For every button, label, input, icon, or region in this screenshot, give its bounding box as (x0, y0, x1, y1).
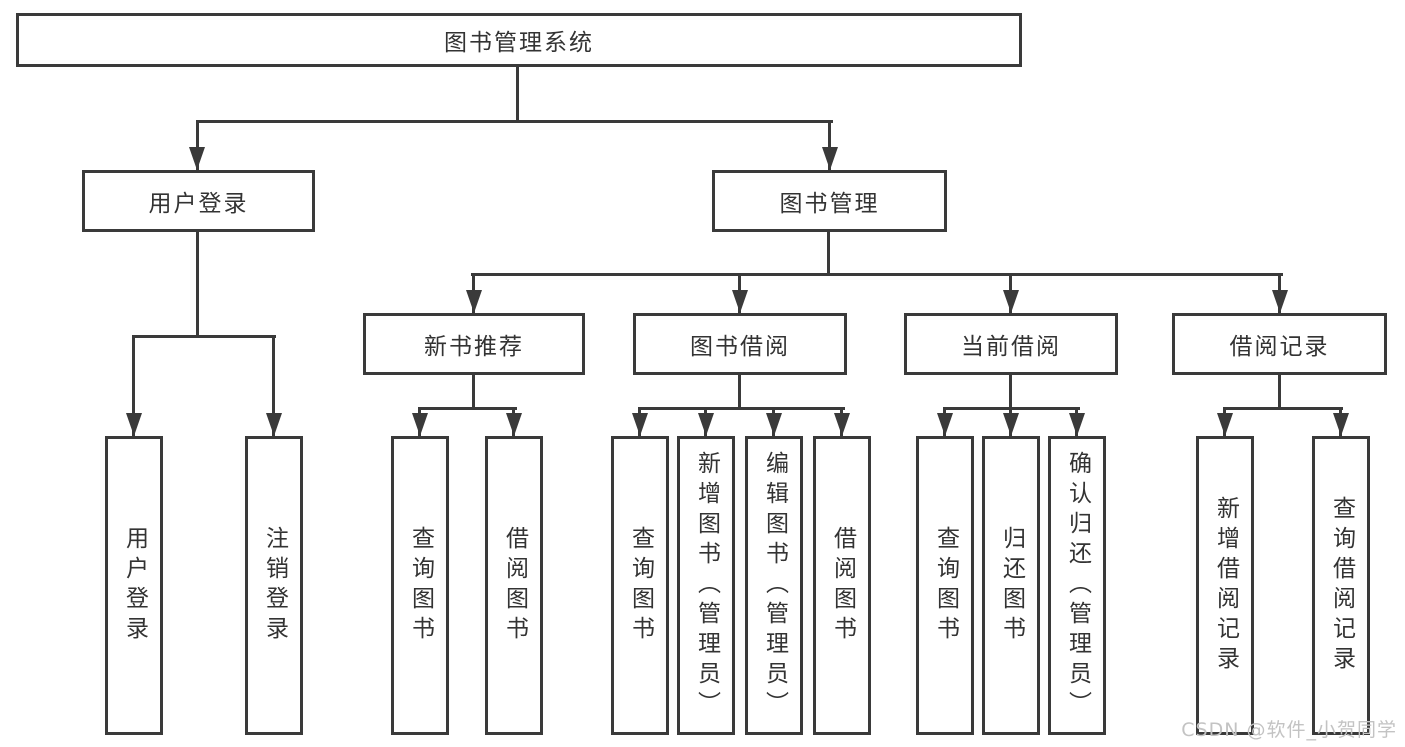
leaf-add-books-admin-label: 新增图书（管理员） (693, 450, 720, 721)
connector-bus (471, 273, 1283, 276)
arrow-down-icon (466, 290, 482, 313)
node-user-login: 用户登录 (82, 170, 315, 232)
csdn-watermark: CSDN @软件_小贺同学 (1181, 719, 1397, 741)
node-new-book-recommend: 新书推荐 (363, 313, 585, 375)
arrow-down-icon (732, 290, 748, 313)
connector-bus (1223, 407, 1343, 410)
leaf-query-borrow-record: 查询借阅记录 (1312, 436, 1370, 735)
leaf-add-borrow-record: 新增借阅记录 (1196, 436, 1254, 735)
node-book-borrow: 图书借阅 (633, 313, 847, 375)
node-user-login-label: 用户登录 (148, 191, 249, 217)
arrow-down-icon (1069, 413, 1085, 436)
connector-line (828, 120, 831, 170)
leaf-logout-label: 注销登录 (261, 525, 288, 646)
arrow-down-icon (506, 413, 522, 436)
node-book-management-label: 图书管理 (779, 191, 880, 217)
connector-bus (196, 120, 833, 123)
leaf-query-books-2-label: 查询图书 (627, 525, 654, 646)
arrow-down-icon (1003, 290, 1019, 313)
connector-line (1278, 375, 1281, 410)
node-current-borrow-label: 当前借阅 (961, 334, 1061, 360)
leaf-edit-books-admin-label: 编辑图书（管理员） (761, 450, 788, 721)
leaf-return-books-label: 归还图书 (998, 525, 1025, 646)
arrow-down-icon (126, 413, 142, 436)
leaf-user-login-label: 用户登录 (121, 525, 148, 646)
leaf-borrow-books-1-label: 借阅图书 (501, 525, 528, 646)
leaf-query-books-3-label: 查询图书 (932, 525, 959, 646)
arrow-down-icon (937, 413, 953, 436)
leaf-query-books-1-label: 查询图书 (407, 525, 434, 646)
connector-line (272, 335, 275, 436)
leaf-add-borrow-record-label: 新增借阅记录 (1212, 495, 1239, 676)
leaf-borrow-books-1: 借阅图书 (485, 436, 543, 735)
arrow-down-icon (266, 413, 282, 436)
connector-line (738, 375, 741, 410)
connector-line (1009, 375, 1012, 410)
arrow-down-icon (1003, 413, 1019, 436)
arrow-down-icon (632, 413, 648, 436)
connector-line (472, 375, 475, 410)
arrow-down-icon (412, 413, 428, 436)
connector-bus (132, 335, 276, 338)
leaf-query-borrow-record-label: 查询借阅记录 (1328, 495, 1355, 676)
leaf-borrow-books-2: 借阅图书 (813, 436, 871, 735)
arrow-down-icon (698, 413, 714, 436)
leaf-user-login: 用户登录 (105, 436, 163, 735)
connector-line (196, 232, 199, 338)
connector-line (196, 120, 199, 170)
node-borrow-records: 借阅记录 (1172, 313, 1387, 375)
leaf-query-books-2: 查询图书 (611, 436, 669, 735)
arrow-down-icon (834, 413, 850, 436)
node-root: 图书管理系统 (16, 13, 1022, 67)
connector-bus (418, 407, 517, 410)
node-book-management: 图书管理 (712, 170, 947, 232)
leaf-logout: 注销登录 (245, 436, 303, 735)
leaf-borrow-books-2-label: 借阅图书 (829, 525, 856, 646)
node-root-label: 图书管理系统 (444, 30, 594, 56)
leaf-edit-books-admin: 编辑图书（管理员） (745, 436, 803, 735)
arrow-down-icon (1217, 413, 1233, 436)
arrow-down-icon (189, 147, 205, 170)
node-current-borrow: 当前借阅 (904, 313, 1118, 375)
arrow-down-icon (766, 413, 782, 436)
arrow-down-icon (822, 147, 838, 170)
node-new-book-recommend-label: 新书推荐 (424, 334, 524, 360)
leaf-return-books: 归还图书 (982, 436, 1040, 735)
leaf-query-books-1: 查询图书 (391, 436, 449, 735)
node-book-borrow-label: 图书借阅 (690, 334, 790, 360)
leaf-confirm-return-admin-label: 确认归还（管理员） (1064, 450, 1091, 721)
connector-line (516, 67, 519, 123)
leaf-add-books-admin: 新增图书（管理员） (677, 436, 735, 735)
leaf-query-books-3: 查询图书 (916, 436, 974, 735)
node-borrow-records-label: 借阅记录 (1229, 334, 1330, 360)
leaf-confirm-return-admin: 确认归还（管理员） (1048, 436, 1106, 735)
connector-bus (638, 407, 845, 410)
connector-line (132, 335, 135, 436)
arrow-down-icon (1272, 290, 1288, 313)
arrow-down-icon (1333, 413, 1349, 436)
connector-line (827, 232, 830, 276)
